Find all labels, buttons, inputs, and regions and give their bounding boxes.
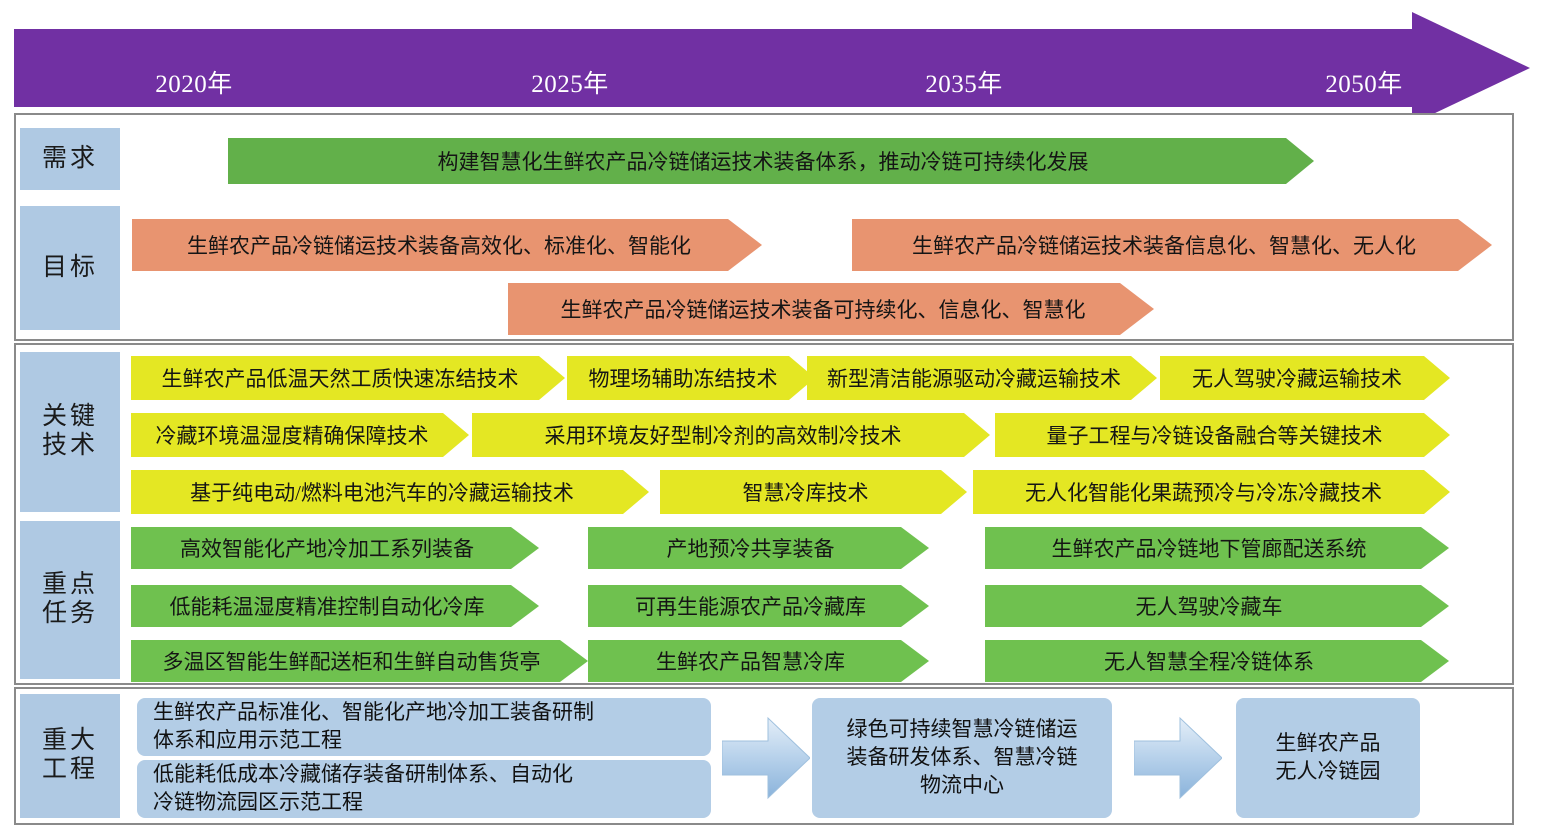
major-project-box-3: 绿色可持续智慧冷链储运装备研发体系、智慧冷链物流中心 — [812, 698, 1112, 818]
timeline-arrowhead-icon — [1412, 12, 1530, 124]
key-task-arrow-6: 无人驾驶冷藏车 — [985, 585, 1449, 627]
key-tech-arrow-8: 基于纯电动/燃料电池汽车的冷藏运输技术 — [131, 470, 649, 514]
key-tech-arrow-10: 无人化智能化果蔬预冷与冷冻冷藏技术 — [973, 470, 1450, 514]
key-task-arrow-3: 生鲜农产品冷链地下管廊配送系统 — [985, 527, 1449, 569]
key-tech-arrow-4: 无人驾驶冷藏运输技术 — [1160, 356, 1450, 400]
key-task-arrow-1: 高效智能化产地冷加工系列装备 — [131, 527, 539, 569]
timeline-arrow: 2020年 2025年 2035年 2050年 — [14, 12, 1530, 124]
key-tech-arrow-9: 智慧冷库技术 — [660, 470, 967, 514]
key-task-arrow-9: 无人智慧全程冷链体系 — [985, 640, 1449, 682]
block-arrow-icon-1 — [722, 716, 810, 800]
timeline-year-2035: 2035年 — [925, 71, 1003, 98]
panel-technology-task — [14, 343, 1514, 685]
row-label-demand: 需求 — [20, 128, 120, 190]
key-task-arrow-8: 生鲜农产品智慧冷库 — [588, 640, 929, 682]
timeline-year-2050: 2050年 — [1325, 71, 1403, 98]
row-label-goal: 目标 — [20, 206, 120, 330]
key-task-arrow-7: 多温区智能生鲜配送柜和生鲜自动售货亭 — [131, 640, 588, 682]
goal-arrow-1: 生鲜农产品冷链储运技术装备高效化、标准化、智能化 — [132, 219, 762, 271]
major-project-box-4: 生鲜农产品无人冷链园 — [1236, 698, 1420, 818]
key-tech-arrow-5: 冷藏环境温湿度精确保障技术 — [131, 413, 469, 457]
demand-arrow-1: 构建智慧化生鲜农产品冷链储运技术装备体系，推动冷链可持续化发展 — [228, 138, 1314, 184]
row-label-major-project: 重大 工程 — [20, 694, 120, 818]
timeline-year-2025: 2025年 — [531, 71, 609, 98]
key-tech-arrow-7: 量子工程与冷链设备融合等关键技术 — [995, 413, 1450, 457]
block-arrow-icon-2 — [1134, 716, 1222, 800]
row-label-key-technology: 关键 技术 — [20, 352, 120, 512]
row-label-key-task: 重点 任务 — [20, 521, 120, 679]
key-tech-arrow-2: 物理场辅助冻结技术 — [567, 356, 815, 400]
key-task-arrow-2: 产地预冷共享装备 — [588, 527, 929, 569]
key-task-arrow-5: 可再生能源农产品冷藏库 — [588, 585, 929, 627]
major-project-box-2: 低能耗低成本冷藏储存装备研制体系、自动化冷链物流园区示范工程 — [137, 760, 711, 818]
goal-arrow-3: 生鲜农产品冷链储运技术装备可持续化、信息化、智慧化 — [508, 283, 1154, 335]
key-tech-arrow-6: 采用环境友好型制冷剂的高效制冷技术 — [472, 413, 990, 457]
key-task-arrow-4: 低能耗温湿度精准控制自动化冷库 — [131, 585, 539, 627]
goal-arrow-2: 生鲜农产品冷链储运技术装备信息化、智慧化、无人化 — [852, 219, 1492, 271]
key-tech-arrow-1: 生鲜农产品低温天然工质快速冻结技术 — [131, 356, 565, 400]
key-tech-arrow-3: 新型清洁能源驱动冷藏运输技术 — [807, 356, 1157, 400]
timeline-shaft — [14, 29, 1424, 107]
timeline-year-2020: 2020年 — [155, 71, 233, 98]
major-project-box-1: 生鲜农产品标准化、智能化产地冷加工装备研制体系和应用示范工程 — [137, 698, 711, 756]
